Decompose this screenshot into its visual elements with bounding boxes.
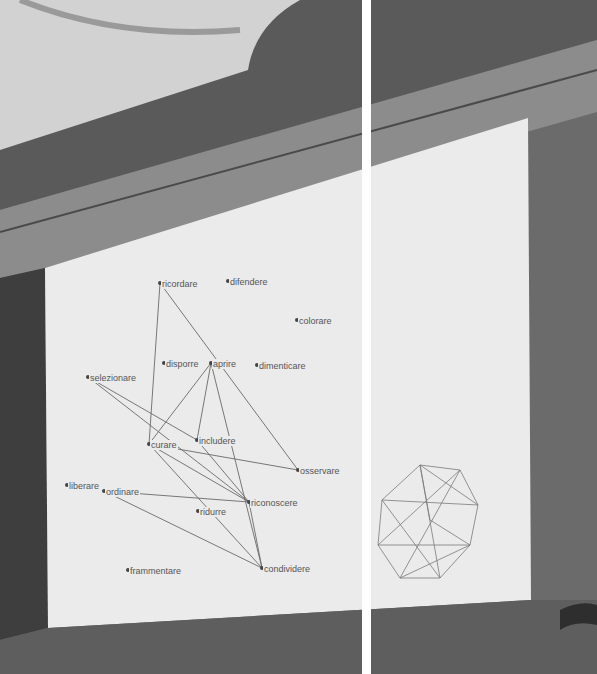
word-node: aprire — [209, 361, 213, 365]
projection-screen — [45, 118, 531, 628]
word-link — [160, 283, 298, 470]
word-link — [197, 363, 211, 440]
ceiling-arch — [0, 0, 300, 150]
split-bar — [362, 0, 371, 674]
word-node: difendere — [226, 279, 230, 283]
word-node: frammentare — [126, 568, 130, 572]
word-label: condividere — [263, 564, 311, 574]
word-label: riconoscere — [250, 498, 299, 508]
word-node: selezionare — [86, 375, 90, 379]
screen-frame — [0, 268, 48, 640]
word-label: colorare — [298, 316, 333, 326]
word-label: ricordare — [161, 279, 199, 289]
word-label: curare — [150, 440, 178, 450]
word-node: disporre — [162, 361, 166, 365]
word-link — [149, 444, 262, 568]
word-label: aprire — [212, 359, 237, 369]
word-link — [88, 377, 197, 440]
floor-shadow — [0, 600, 597, 674]
plant-leaf — [560, 603, 597, 630]
word-link — [149, 363, 211, 444]
word-node: ridurre — [196, 509, 200, 513]
word-link — [88, 377, 249, 502]
word-link — [197, 440, 249, 502]
word-label: disporre — [165, 359, 200, 369]
ceiling-ornament — [20, 0, 240, 32]
word-label: frammentare — [129, 566, 182, 576]
word-node: liberare — [65, 483, 69, 487]
word-link — [149, 283, 160, 444]
word-label: selezionare — [89, 373, 137, 383]
word-node: osservare — [296, 468, 300, 472]
word-link — [149, 444, 249, 502]
word-label: difendere — [229, 277, 269, 287]
word-label: includere — [198, 436, 237, 446]
word-link — [249, 502, 262, 568]
word-label: osservare — [299, 466, 341, 476]
word-node: includere — [195, 438, 199, 442]
word-label: ordinare — [105, 487, 140, 497]
word-label: ridurre — [199, 507, 227, 517]
word-node: colorare — [295, 318, 299, 322]
word-node: dimenticare — [255, 363, 259, 367]
word-node: condividere — [260, 566, 264, 570]
word-node: riconoscere — [247, 500, 251, 504]
word-node: ordinare — [102, 489, 106, 493]
word-label: liberare — [68, 481, 100, 491]
network-outline — [378, 465, 478, 578]
network-lines — [378, 465, 478, 578]
small-network — [378, 465, 478, 578]
word-label: dimenticare — [258, 361, 307, 371]
word-node: ricordare — [158, 281, 162, 285]
word-link — [104, 491, 262, 568]
word-node: curare — [147, 442, 151, 446]
